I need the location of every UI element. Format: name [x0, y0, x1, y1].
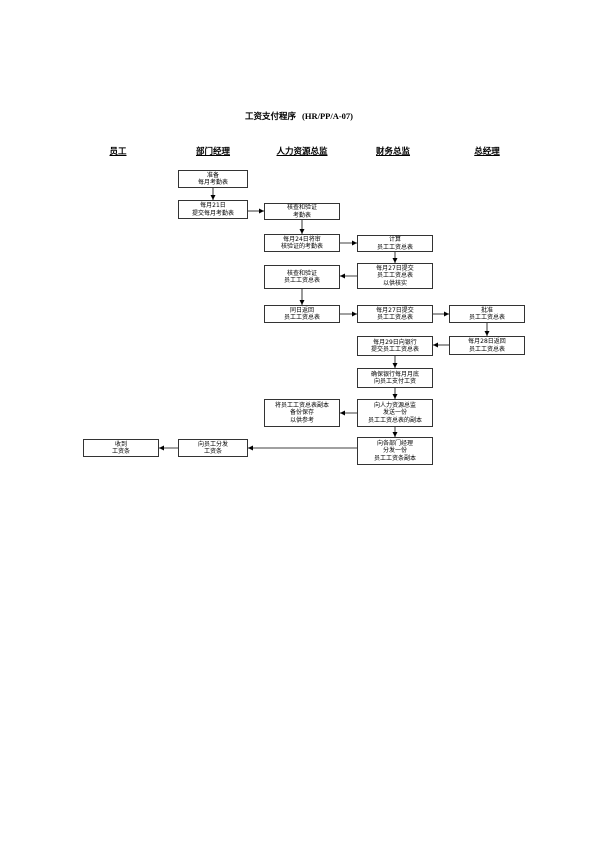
column-header-hr-director: 人力资源总监	[276, 147, 328, 157]
step-ensure-salary-payment: 确保银行每月月底 向员工支付工资	[357, 368, 433, 388]
step-submit-payroll-to-bank: 每月29日向银行 提交员工工资总表	[357, 336, 433, 356]
step-text-line: 将员工工资总表副本	[274, 401, 329, 409]
step-verify-payroll: 核查和验证 员工工资总表	[264, 265, 340, 289]
step-text-line: 员工工资总表	[376, 243, 413, 251]
step-text-line: 每月27日提交	[376, 264, 414, 272]
step-text-line: 员工工资总表	[468, 345, 505, 353]
step-receive-payslip: 收到 工资条	[83, 439, 159, 457]
step-approve-payroll: 批准 员工工资总表	[449, 305, 525, 323]
step-submit-payroll-to-gm: 每月27日提交 员工工资总表	[357, 305, 433, 323]
column-header-department-manager: 部门经理	[195, 147, 231, 157]
step-text-line: 员工工资总表的副本	[367, 416, 422, 424]
step-return-payroll: 同日返回 员工工资总表	[264, 305, 340, 323]
step-text-line: 准备	[206, 171, 219, 179]
step-text-line: 向员工支付工资	[373, 378, 416, 385]
step-text-line: 每月考勤表	[197, 179, 228, 186]
step-text-line: 向各部门经理	[376, 439, 413, 447]
step-text-line: 核查和验证	[286, 204, 317, 211]
step-calculate-payroll: 计算 员工工资总表	[357, 235, 433, 252]
step-text-line: 收到	[114, 440, 127, 448]
column-header-finance-director: 财务总监	[375, 147, 411, 157]
step-text-line: 提交员工工资总表	[370, 346, 419, 353]
step-text-line: 向员工分发	[197, 440, 228, 448]
step-send-payroll-copy-to-hr: 向人力资源总监 发送一份 员工工资总表的副本	[357, 399, 433, 427]
step-text-line: 每月27日提交	[376, 306, 414, 314]
column-header-general-manager: 总经理	[474, 147, 500, 157]
step-text-line: 同日返回	[289, 306, 314, 314]
step-text-line: 每月21日	[200, 202, 226, 209]
step-text-line: 提交每月考勤表	[191, 209, 234, 217]
step-text-line: 工资条	[111, 448, 130, 455]
step-text-line: 工资条	[203, 448, 222, 455]
step-text-line: 以供核实	[382, 279, 407, 287]
step-text-line: 备份保存	[289, 409, 314, 417]
step-archive-payroll-copy: 将员工工资总表副本 备份保存 以供参考	[264, 399, 340, 427]
title-code: (HR/PP/A-07)	[302, 111, 354, 121]
step-submit-payroll-for-review: 每月27日提交 员工工资总表 以供核实	[357, 263, 433, 289]
step-text-line: 每月28日返回	[468, 338, 506, 345]
column-header-employee: 员工	[109, 147, 127, 157]
step-text-line: 确保银行每月月底	[370, 370, 419, 378]
step-text-line: 员工工资总表	[283, 314, 320, 321]
step-text-line: 发送一份	[382, 409, 407, 417]
step-text-line: 以供参考	[289, 416, 314, 424]
step-text-line: 员工工资总表	[376, 272, 413, 280]
step-text-line: 分发一份	[382, 447, 407, 455]
step-text-line: 每月29日向银行	[373, 338, 417, 346]
step-text-line: 考勤表	[292, 211, 311, 219]
step-distribute-payslip-copies: 向各部门经理 分发一份 员工工资条副本	[357, 437, 433, 465]
step-text-line: 计算	[388, 236, 401, 243]
step-gm-return-payroll: 每月28日返回 员工工资总表	[449, 336, 525, 355]
step-distribute-payslips-to-employees: 向员工分发 工资条	[178, 439, 248, 457]
step-prepare-attendance-sheet: 准备 每月考勤表	[178, 170, 248, 188]
step-text-line: 向人力资源总监	[373, 401, 416, 409]
step-verify-attendance-sheet: 核查和验证 考勤表	[264, 203, 340, 220]
step-text-line: 员工工资总表	[376, 314, 413, 321]
step-submit-attendance-sheet: 每月21日 提交每月考勤表	[178, 200, 248, 219]
step-text-line: 核查和验证	[286, 269, 317, 277]
step-send-verified-attendance: 每月24日将审 核验证的考勤表	[264, 234, 340, 252]
step-text-line: 批准	[480, 306, 493, 314]
step-text-line: 每月24日将审	[283, 235, 321, 243]
page-title: 工资支付程序 (HR/PP/A-07)	[245, 110, 353, 122]
title-name: 工资支付程序	[245, 112, 297, 122]
step-text-line: 员工工资总表	[283, 277, 320, 284]
step-text-line: 核验证的考勤表	[280, 243, 323, 250]
step-text-line: 员工工资总表	[468, 314, 505, 321]
step-text-line: 员工工资条副本	[373, 454, 416, 462]
